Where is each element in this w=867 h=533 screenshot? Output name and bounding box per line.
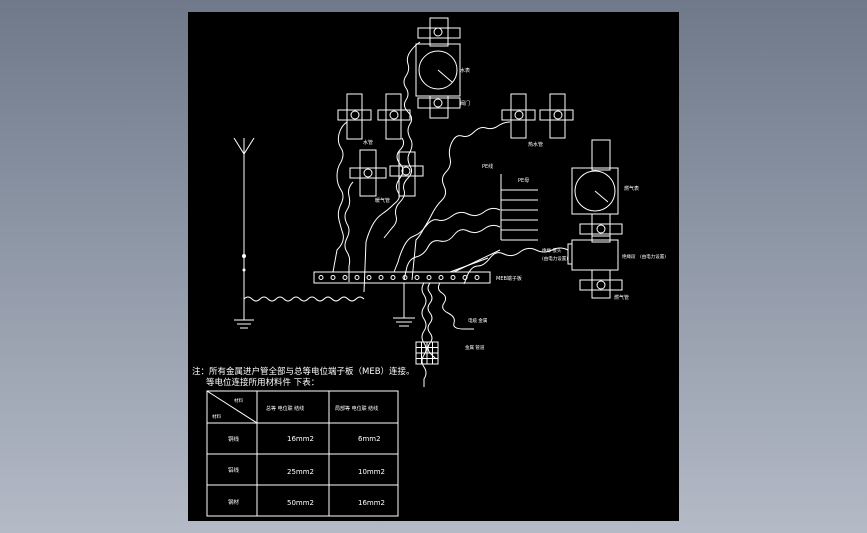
gas-meter-label: 燃气表	[624, 185, 639, 192]
bond-wire-8	[463, 247, 569, 285]
note-line-2: 等电位连接所用材料件 下表：	[206, 377, 319, 388]
bond-wire-1	[383, 41, 421, 239]
pipe-left-label: 水管	[363, 139, 373, 146]
table-header-col2: 局部等 电位联 结线	[335, 405, 378, 412]
note-line-1: 注：所有金属进户管全部与总等电位端子板（MEB）连接。	[192, 366, 415, 377]
meb-terminal-dot	[318, 275, 324, 280]
gas-pipe-label: 绝缘段	[622, 253, 636, 260]
meb-terminal-dot	[450, 275, 456, 280]
ground-icon	[393, 283, 415, 327]
cable-label-b: 金属 管道	[465, 344, 485, 351]
grid-box-icon	[415, 341, 439, 365]
meb-terminal-dot	[354, 275, 360, 280]
valve-label: 阀门	[460, 100, 470, 107]
pipe-right-label: 热水管	[528, 141, 543, 148]
meb-terminal-dot	[378, 275, 384, 280]
pe-bar-icon	[500, 174, 538, 241]
table-row-3-material: 钢材	[228, 498, 240, 506]
insulating-sub-label: (由电力设置)	[542, 255, 568, 262]
pipe-valve-left-icon	[337, 93, 411, 140]
gas-pipe-sub-label: (由电力设置)	[640, 253, 666, 260]
meb-terminal-dot	[438, 275, 444, 280]
table-row-2-col2: 10mm2	[358, 468, 385, 476]
meb-terminal-dot	[414, 275, 420, 280]
pipe-valve-mid-icon	[349, 149, 424, 197]
pe-line-label: PE线	[482, 163, 493, 170]
pe-bar-label: PE母	[518, 178, 529, 184]
antenna-bond-wire	[243, 296, 365, 302]
cable-wire-c	[421, 282, 427, 387]
meb-terminal-dot	[366, 275, 372, 280]
table-row-2-col1: 25mm2	[287, 468, 314, 476]
table-row-1-material: 铜线	[228, 435, 240, 443]
table-row-1-col1: 16mm2	[287, 435, 314, 443]
bond-line-10	[453, 249, 501, 273]
cable-wire-b	[437, 282, 474, 330]
table-corner-top: 材料	[234, 397, 243, 404]
table-row-2-material: 铝线	[228, 466, 240, 474]
meb-label: MEB端子板	[496, 275, 522, 282]
table-row-3-col2: 16mm2	[358, 499, 385, 507]
pipe-mid-label: 暖气管	[375, 197, 390, 204]
gas-meter-icon	[567, 139, 623, 299]
table-row-1-col2: 6mm2	[358, 435, 381, 443]
cable-label-a: 电缆 金属	[468, 317, 488, 324]
cable-wire-a	[427, 282, 437, 360]
bond-wire-3	[344, 181, 354, 282]
bond-wire-4	[363, 137, 405, 293]
drawing-canvas: MEB端子板 电缆 金属 金属 管道 水表 阀门	[188, 12, 679, 521]
materials-table	[206, 390, 399, 517]
pipe-valve-right-icon	[501, 93, 574, 139]
bond-wire-7	[403, 224, 501, 281]
meb-terminal-bar	[313, 271, 491, 284]
water-meter-label: 水表	[460, 67, 470, 74]
antenna-icon	[233, 137, 255, 329]
table-header-col1: 总等 电位联 结线	[266, 405, 304, 412]
meb-terminal-dot	[390, 275, 396, 280]
meb-terminal-dot	[474, 275, 480, 280]
bond-wire-2	[332, 121, 348, 273]
bond-wire-5	[411, 121, 511, 281]
meb-terminal-dot	[330, 275, 336, 280]
meb-terminal-dot	[426, 275, 432, 280]
meb-terminal-dot	[342, 275, 348, 280]
table-corner-bottom: 材料	[212, 413, 221, 420]
water-meter-icon	[415, 17, 461, 119]
table-row-3-col1: 50mm2	[287, 499, 314, 507]
gas-pipe-bottom-label: 燃气管	[614, 294, 629, 301]
equipotential-diagram: MEB端子板 电缆 金属 金属 管道 水表 阀门	[192, 17, 666, 517]
bond-wire-6	[393, 207, 501, 273]
